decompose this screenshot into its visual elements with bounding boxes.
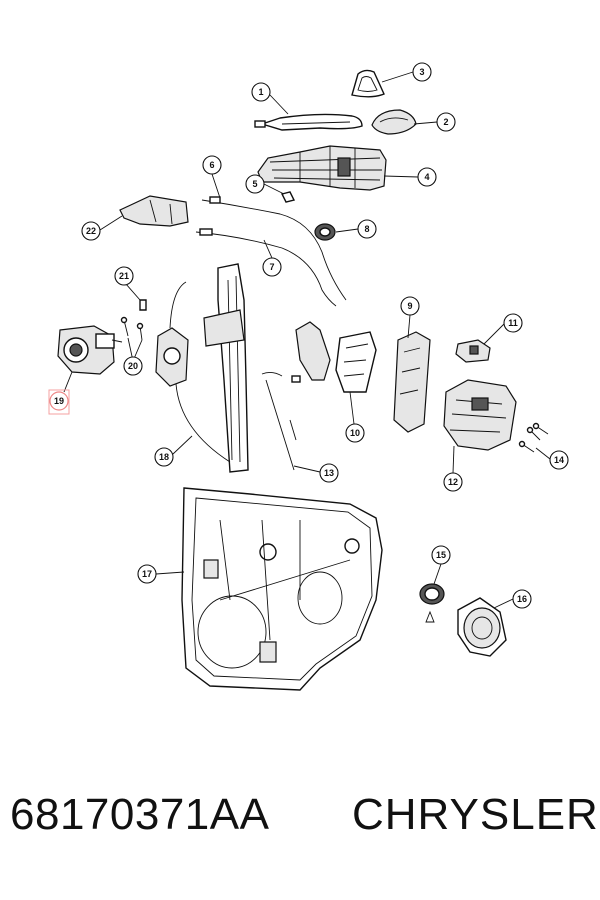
svg-text:5: 5 (252, 179, 257, 189)
callout-13: 13 (319, 463, 339, 483)
callout-10: 10 (345, 423, 365, 443)
callout-21: 21 (114, 266, 134, 286)
callout-20: 20 (123, 356, 143, 376)
callout-4: 4 (417, 167, 437, 187)
svg-text:1: 1 (258, 87, 263, 97)
svg-text:8: 8 (364, 224, 369, 234)
part-3-handle-bezel (351, 69, 385, 98)
part-22-bracket (119, 195, 189, 227)
svg-text:17: 17 (142, 569, 152, 579)
exploded-parts-diagram: 1 2 3 4 5 6 7 8 9 10 11 12 13 14 15 16 1 (48, 62, 569, 691)
svg-text:20: 20 (128, 361, 138, 371)
callout-16: 16 (512, 589, 532, 609)
svg-text:15: 15 (436, 550, 446, 560)
callout-18: 18 (154, 447, 174, 467)
callout-12: 12 (443, 472, 463, 492)
svg-text:21: 21 (119, 271, 129, 281)
part-6-7-control-cables (195, 196, 347, 307)
svg-text:10: 10 (350, 428, 360, 438)
part-9-latch-cover (393, 331, 431, 433)
part-10-door-latch (295, 321, 377, 393)
part-14-clips (518, 422, 549, 453)
brand-name: CHRYSLER (352, 790, 599, 839)
callout-2: 2 (436, 112, 456, 132)
callout-1: 1 (251, 82, 271, 102)
svg-text:4: 4 (424, 172, 429, 182)
svg-text:12: 12 (448, 477, 458, 487)
part-17-door-panel (181, 487, 383, 691)
part-21-screw (139, 299, 147, 311)
svg-text:18: 18 (159, 452, 169, 462)
callout-7: 7 (262, 257, 282, 277)
part-1-exterior-handle (254, 113, 363, 131)
callout-9: 9 (400, 296, 420, 316)
callout-14: 14 (549, 450, 569, 470)
leader-lines (63, 71, 551, 609)
svg-text:16: 16 (517, 594, 527, 604)
part-8-grommet (314, 223, 336, 241)
part-13-cable-rod (261, 371, 301, 471)
part-19-regulator-motor (57, 325, 123, 375)
svg-text:14: 14 (554, 455, 564, 465)
part-5-clip (280, 191, 296, 203)
callout-8: 8 (357, 219, 377, 239)
callout-11: 11 (503, 313, 523, 333)
callout-19-highlighted[interactable]: 19 (48, 389, 70, 415)
part-11-switch (455, 339, 491, 363)
svg-text:6: 6 (209, 160, 214, 170)
svg-text:11: 11 (508, 318, 518, 328)
part-20-screws (120, 316, 144, 341)
part-15-plug (419, 583, 445, 623)
svg-text:13: 13 (324, 468, 334, 478)
svg-text:22: 22 (86, 226, 96, 236)
footer-caption: 68170371AA CHRYSLER (0, 790, 600, 870)
part-18-window-regulator (155, 263, 249, 473)
part-4-handle-housing (257, 145, 387, 191)
svg-text:3: 3 (419, 67, 424, 77)
part-16-speaker (457, 597, 507, 657)
callout-3: 3 (412, 62, 432, 82)
part-number: 68170371AA (10, 790, 270, 839)
callout-17: 17 (137, 564, 157, 584)
part-12-door-module (443, 379, 517, 451)
callout-15: 15 (431, 545, 451, 565)
svg-text:9: 9 (407, 301, 412, 311)
svg-text:2: 2 (443, 117, 448, 127)
svg-text:7: 7 (269, 262, 274, 272)
callout-5: 5 (245, 174, 265, 194)
part-2-handle-cap (371, 109, 417, 135)
svg-text:19: 19 (54, 396, 64, 406)
callout-22: 22 (81, 221, 101, 241)
callout-6: 6 (202, 155, 222, 175)
